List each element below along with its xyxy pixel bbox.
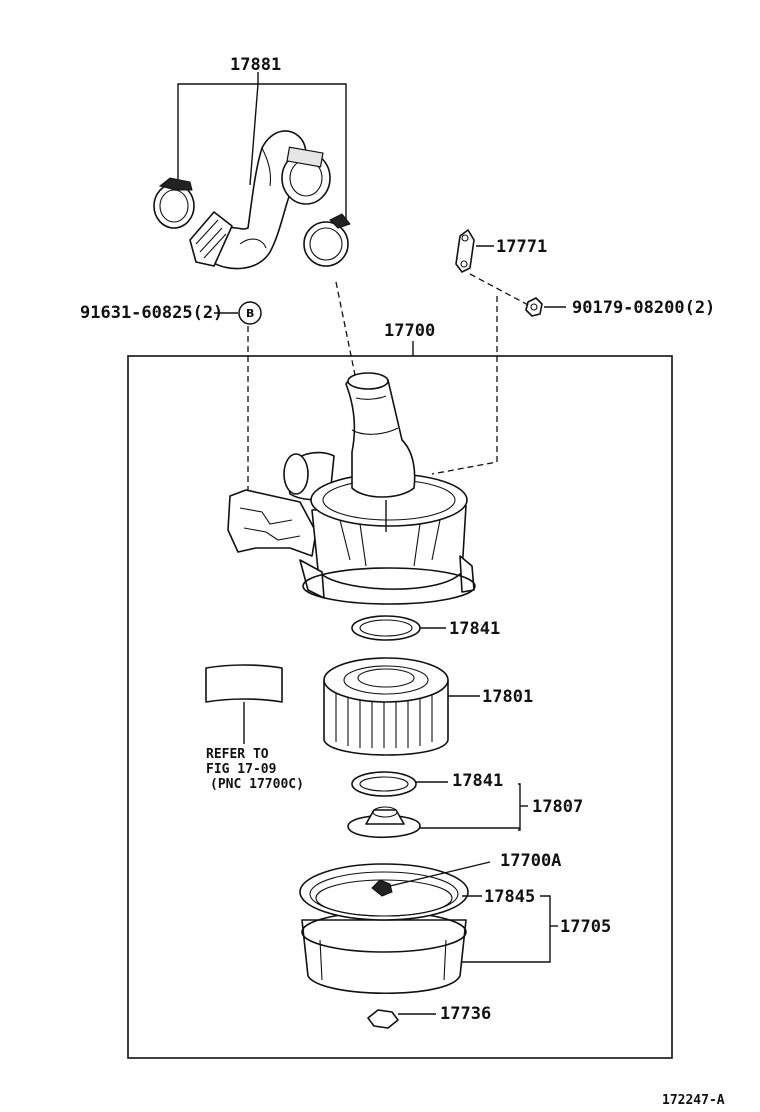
dashed-leaders [247,273,531,500]
gasket-17841-bottom [351,771,448,797]
label-17736: 17736 [440,1004,491,1024]
filter-element-17801 [323,657,480,756]
refer-line-3: (PNC 17700C) [210,777,304,792]
label-17801: 17801 [482,687,533,707]
label-17700: 17700 [384,321,435,341]
label-91631: 91631-60825(2) [80,303,223,323]
label-17841-top: 17841 [449,619,500,639]
reference-block [205,664,283,744]
air-cleaner-housing [227,372,476,605]
valve-17736 [367,1009,436,1029]
label-90179: 90179-08200(2) [572,298,715,318]
circle-b-label: B [246,307,254,320]
gasket-17841-top [351,615,446,641]
cap-17807 [347,783,528,839]
label-17807: 17807 [532,797,583,817]
hose-assembly-17881 [153,72,351,270]
bracket-17771 [455,229,494,273]
bolt-91631 [214,301,262,325]
refer-line-2: FIG 17-09 [206,762,276,777]
label-17700a: 17700A [500,851,561,871]
label-17705: 17705 [560,917,611,937]
cap-assembly-17705 [299,861,558,995]
assembly-frame [127,341,673,1059]
label-17845: 17845 [484,887,535,907]
label-17881: 17881 [230,55,281,75]
figure-code: 172247-A [662,1093,725,1108]
nut-90179 [525,297,566,317]
label-17771: 17771 [496,237,547,257]
part-labels: 17881 17771 91631-60825(2) B 90179-08200… [80,55,725,1108]
label-17841-bottom: 17841 [452,771,503,791]
refer-line-1: REFER TO [206,747,269,762]
